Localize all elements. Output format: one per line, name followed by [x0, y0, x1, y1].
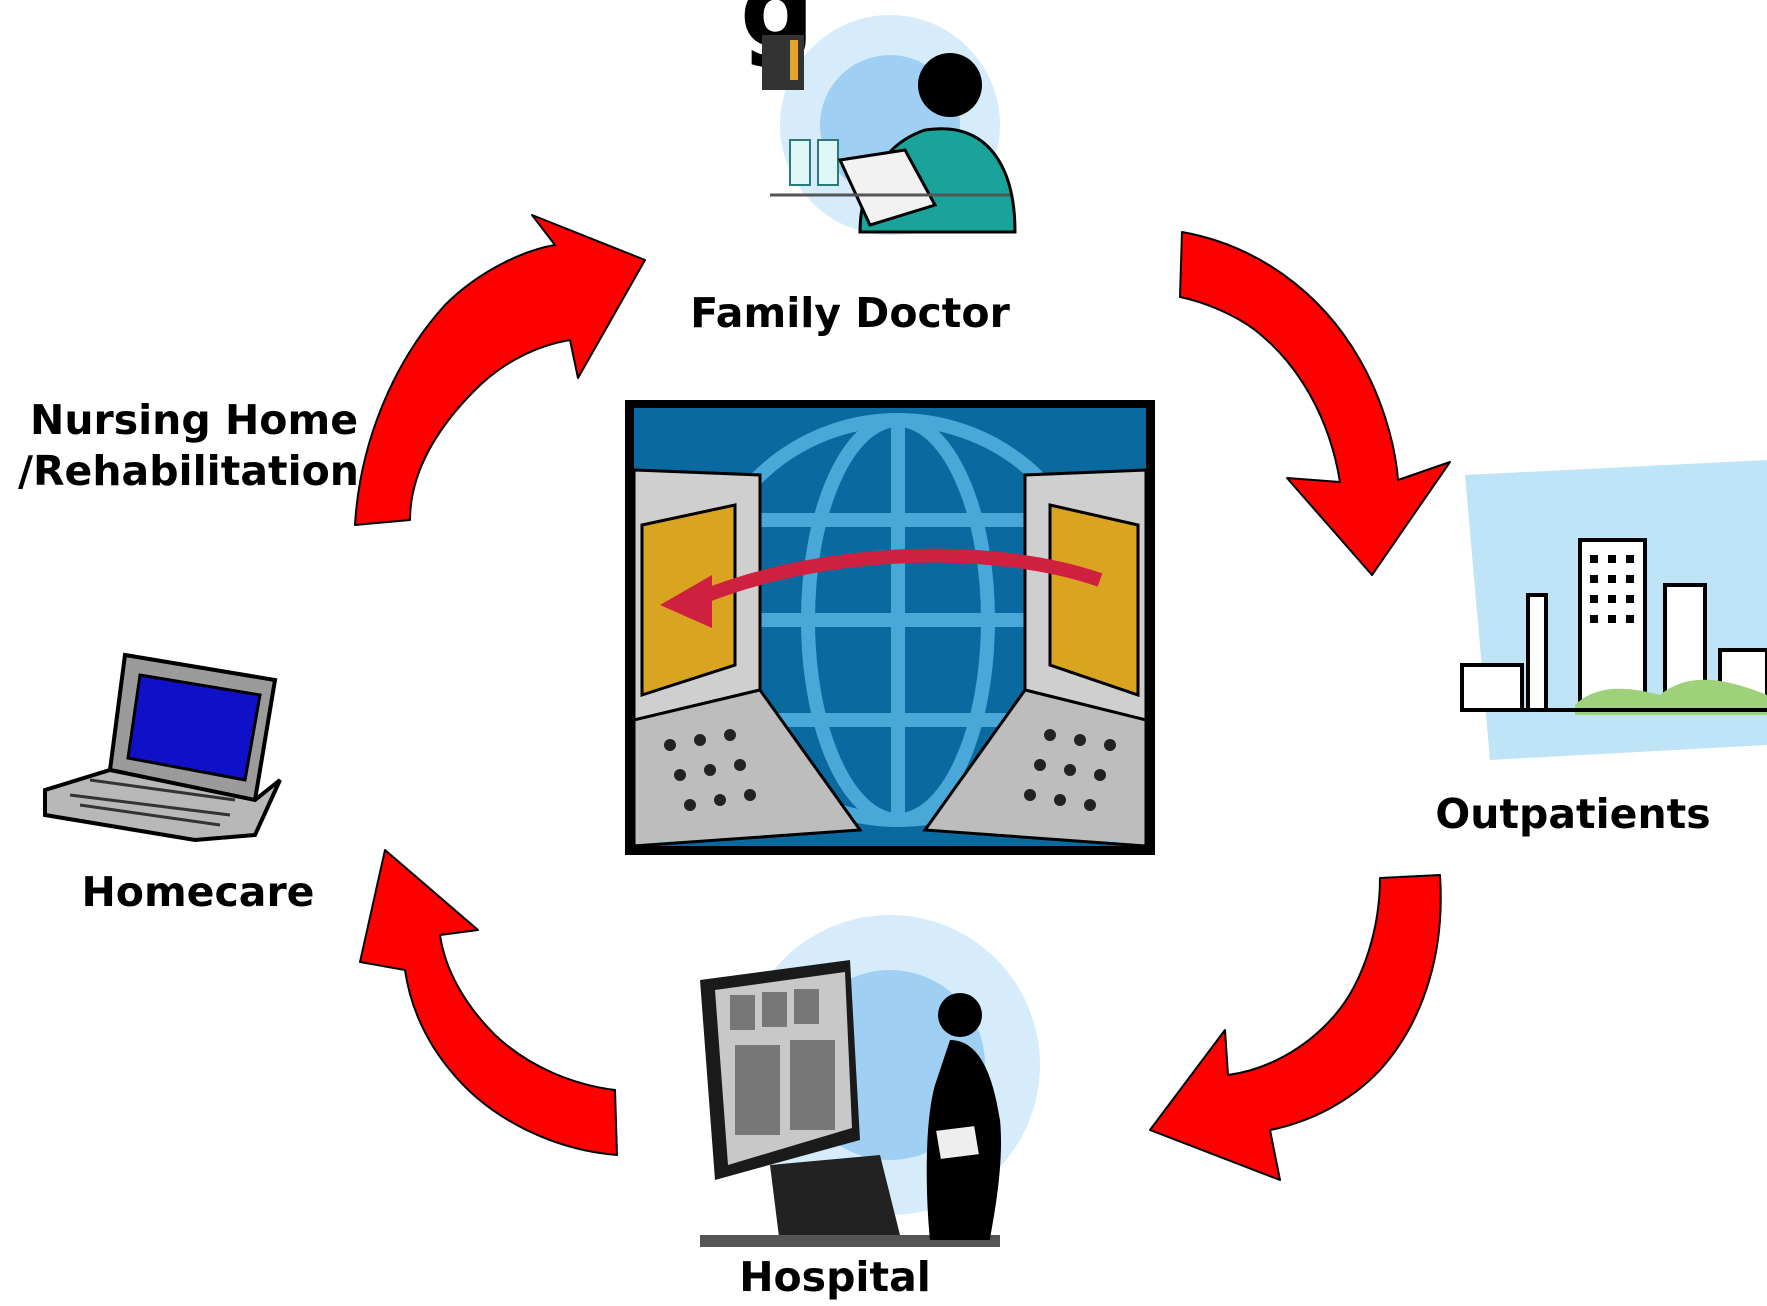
globe-network-computers-icon — [625, 400, 1155, 855]
node-hospital: Hospital — [739, 1253, 931, 1301]
node-nursing-home-line2: /Rehabilitation — [18, 447, 359, 496]
xray-radiologist-icon — [700, 915, 1040, 1247]
arrow-doctor-to-outpatients — [1179, 231, 1451, 576]
arrow-outpatients-to-hospital — [1149, 874, 1442, 1181]
node-nursing-home-line1: Nursing Home — [30, 396, 358, 444]
node-family-doctor: Family Doctor — [690, 289, 1010, 337]
arrow-nursing-to-doctor — [354, 214, 646, 526]
arrow-hospital-to-homecare — [359, 849, 618, 1156]
node-nursing-home: Nursing Home /Rehabilitation — [18, 395, 359, 498]
city-buildings-icon — [1460, 460, 1767, 760]
laptop-icon — [43, 652, 282, 843]
doctor-on-phone-icon — [762, 15, 1017, 235]
node-homecare: Homecare — [81, 868, 315, 916]
node-outpatients: Outpatients — [1435, 790, 1711, 838]
